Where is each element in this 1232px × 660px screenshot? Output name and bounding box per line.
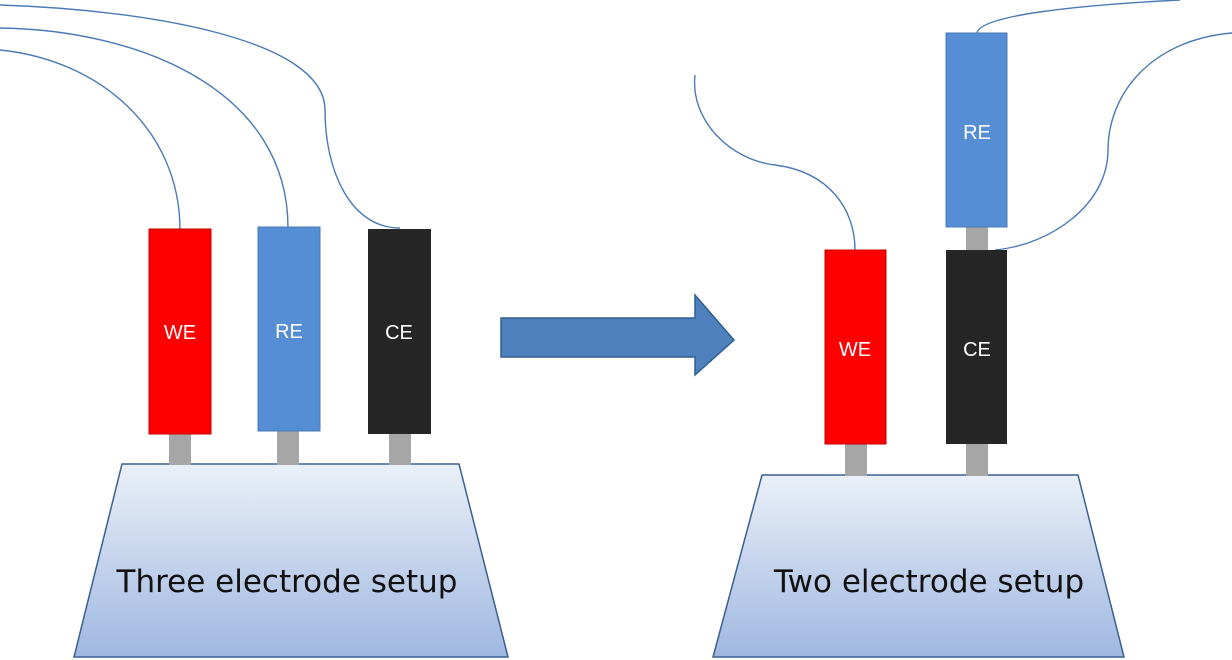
ce-pin <box>389 434 411 465</box>
base-platform <box>73 463 509 658</box>
reference-electrode <box>257 226 321 432</box>
two-electrode-setup: Two electrode setup RE WE CE <box>693 0 1232 658</box>
we-label: WE <box>839 339 871 361</box>
we-pin <box>845 444 867 476</box>
three-electrode-setup: Three electrode setup WE RE CE <box>0 4 509 658</box>
re-pin <box>277 431 299 465</box>
transition-arrow <box>500 292 736 377</box>
we-pin <box>169 434 191 465</box>
setup-label: Three electrode setup <box>116 564 458 600</box>
ce-wire <box>0 4 401 229</box>
working-electrode <box>148 228 212 435</box>
working-electrode <box>824 249 887 445</box>
we-label: WE <box>164 322 196 344</box>
re-label: RE <box>963 122 991 144</box>
ce-pin <box>966 444 988 476</box>
we-wire <box>0 49 181 231</box>
we-wire <box>693 74 856 251</box>
setup-label: Two electrode setup <box>773 564 1084 600</box>
ce-label: CE <box>963 339 991 361</box>
re-wire <box>0 27 289 229</box>
ce-wire <box>994 32 1232 251</box>
counter-electrode <box>368 229 431 434</box>
ce-label: CE <box>385 322 413 344</box>
reference-electrode <box>945 32 1008 228</box>
counter-electrode <box>946 250 1007 444</box>
re-label: RE <box>275 321 303 343</box>
re-ce-connector-pin <box>966 227 988 251</box>
re-wire <box>976 0 1181 34</box>
